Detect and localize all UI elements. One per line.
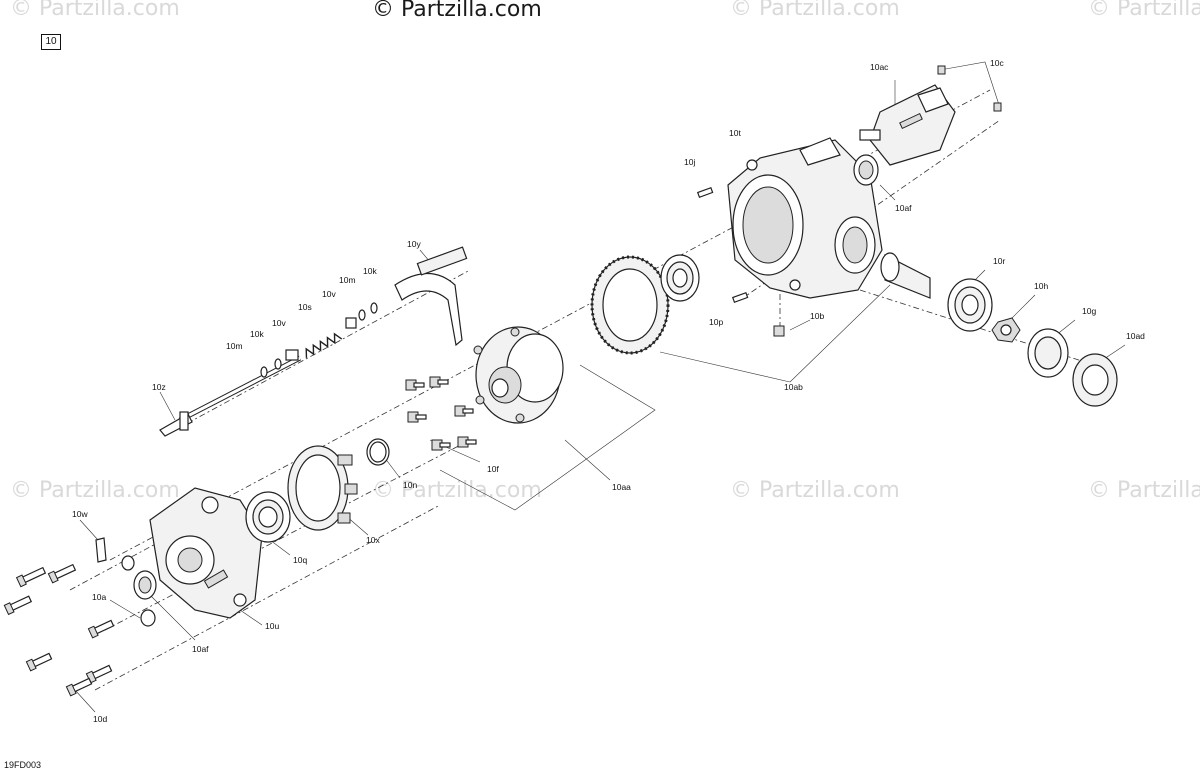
label-10v-lower: 10v — [272, 318, 286, 328]
pinion-bearing-10r — [880, 252, 993, 332]
label-10d: 10d — [93, 714, 107, 724]
upper-seal-10af — [853, 154, 879, 186]
watermark-text: © Partzilla.com — [372, 478, 542, 503]
coil-ring-10x — [287, 445, 358, 531]
shift-small-parts — [260, 302, 378, 378]
ring-gear-10ab — [590, 255, 670, 355]
coupler-10g — [1027, 328, 1069, 378]
watermark-text: © Partzilla.com — [10, 478, 180, 503]
label-10j: 10j — [684, 157, 695, 167]
watermark-text: © Partzilla.com — [1088, 0, 1200, 21]
label-10y: 10y — [407, 239, 421, 249]
label-10ac: 10ac — [870, 62, 889, 72]
seal-10ad — [1072, 353, 1118, 407]
bolts-10d — [3, 563, 115, 697]
label-10p: 10p — [709, 317, 723, 327]
shift-fork-10y — [394, 246, 468, 347]
label-10b: 10b — [810, 311, 824, 321]
label-10ab: 10ab — [784, 382, 803, 392]
drain-plug-10b — [773, 325, 785, 337]
label-10q: 10q — [293, 555, 307, 565]
label-10v-upper: 10v — [322, 289, 336, 299]
screws-10f — [405, 376, 477, 451]
label-10n: 10n — [403, 480, 417, 490]
label-10u: 10u — [265, 621, 279, 631]
label-10w: 10w — [72, 509, 88, 519]
main-gear-case-10t — [727, 137, 883, 299]
label-10f: 10f — [487, 464, 499, 474]
watermark-text: © Partzilla.com — [1088, 478, 1200, 503]
screws-10c — [937, 65, 1002, 112]
label-10m-lower: 10m — [226, 341, 243, 351]
brand-copyright: © Partzilla.com — [372, 0, 542, 22]
lower-seal-10af — [133, 570, 157, 600]
watermark-text: © Partzilla.com — [730, 0, 900, 21]
label-10af-lower: 10af — [192, 644, 209, 654]
o-ring-10n — [366, 438, 390, 466]
watermark-text: © Partzilla.com — [730, 478, 900, 503]
label-10t: 10t — [729, 128, 741, 138]
label-10a: 10a — [92, 592, 106, 602]
label-10m-upper: 10m — [339, 275, 356, 285]
label-10c: 10c — [990, 58, 1004, 68]
label-10g: 10g — [1082, 306, 1096, 316]
group-reference-box: 10 — [41, 34, 61, 50]
label-10af-upper: 10af — [895, 203, 912, 213]
dowel-pins-10j — [696, 186, 749, 303]
shift-shaft-10z — [159, 355, 302, 437]
label-10x: 10x — [366, 535, 380, 545]
label-10k-lower: 10k — [250, 329, 264, 339]
label-10z: 10z — [152, 382, 166, 392]
front-case-cover-10u — [149, 487, 263, 619]
breather-fitting-10w — [95, 537, 107, 563]
drawing-code: 19FD003 — [4, 760, 42, 770]
label-10k-upper: 10k — [363, 266, 377, 276]
label-10aa: 10aa — [612, 482, 631, 492]
watermark-text: © Partzilla.com — [10, 0, 180, 21]
nut-10h — [991, 317, 1021, 343]
differential-housing-10aa — [473, 326, 564, 424]
bearing-10q — [245, 491, 291, 543]
spacer-10a — [121, 555, 156, 627]
label-10r: 10r — [993, 256, 1005, 266]
actuator-10ac — [859, 84, 956, 166]
label-10s: 10s — [298, 302, 312, 312]
callout-labels: 10ac 10c 10t 10j 10af 10y 10k 10m 10v 10… — [72, 58, 1145, 724]
label-10h: 10h — [1034, 281, 1048, 291]
bearing-10p — [660, 254, 700, 302]
label-10ad: 10ad — [1126, 331, 1145, 341]
